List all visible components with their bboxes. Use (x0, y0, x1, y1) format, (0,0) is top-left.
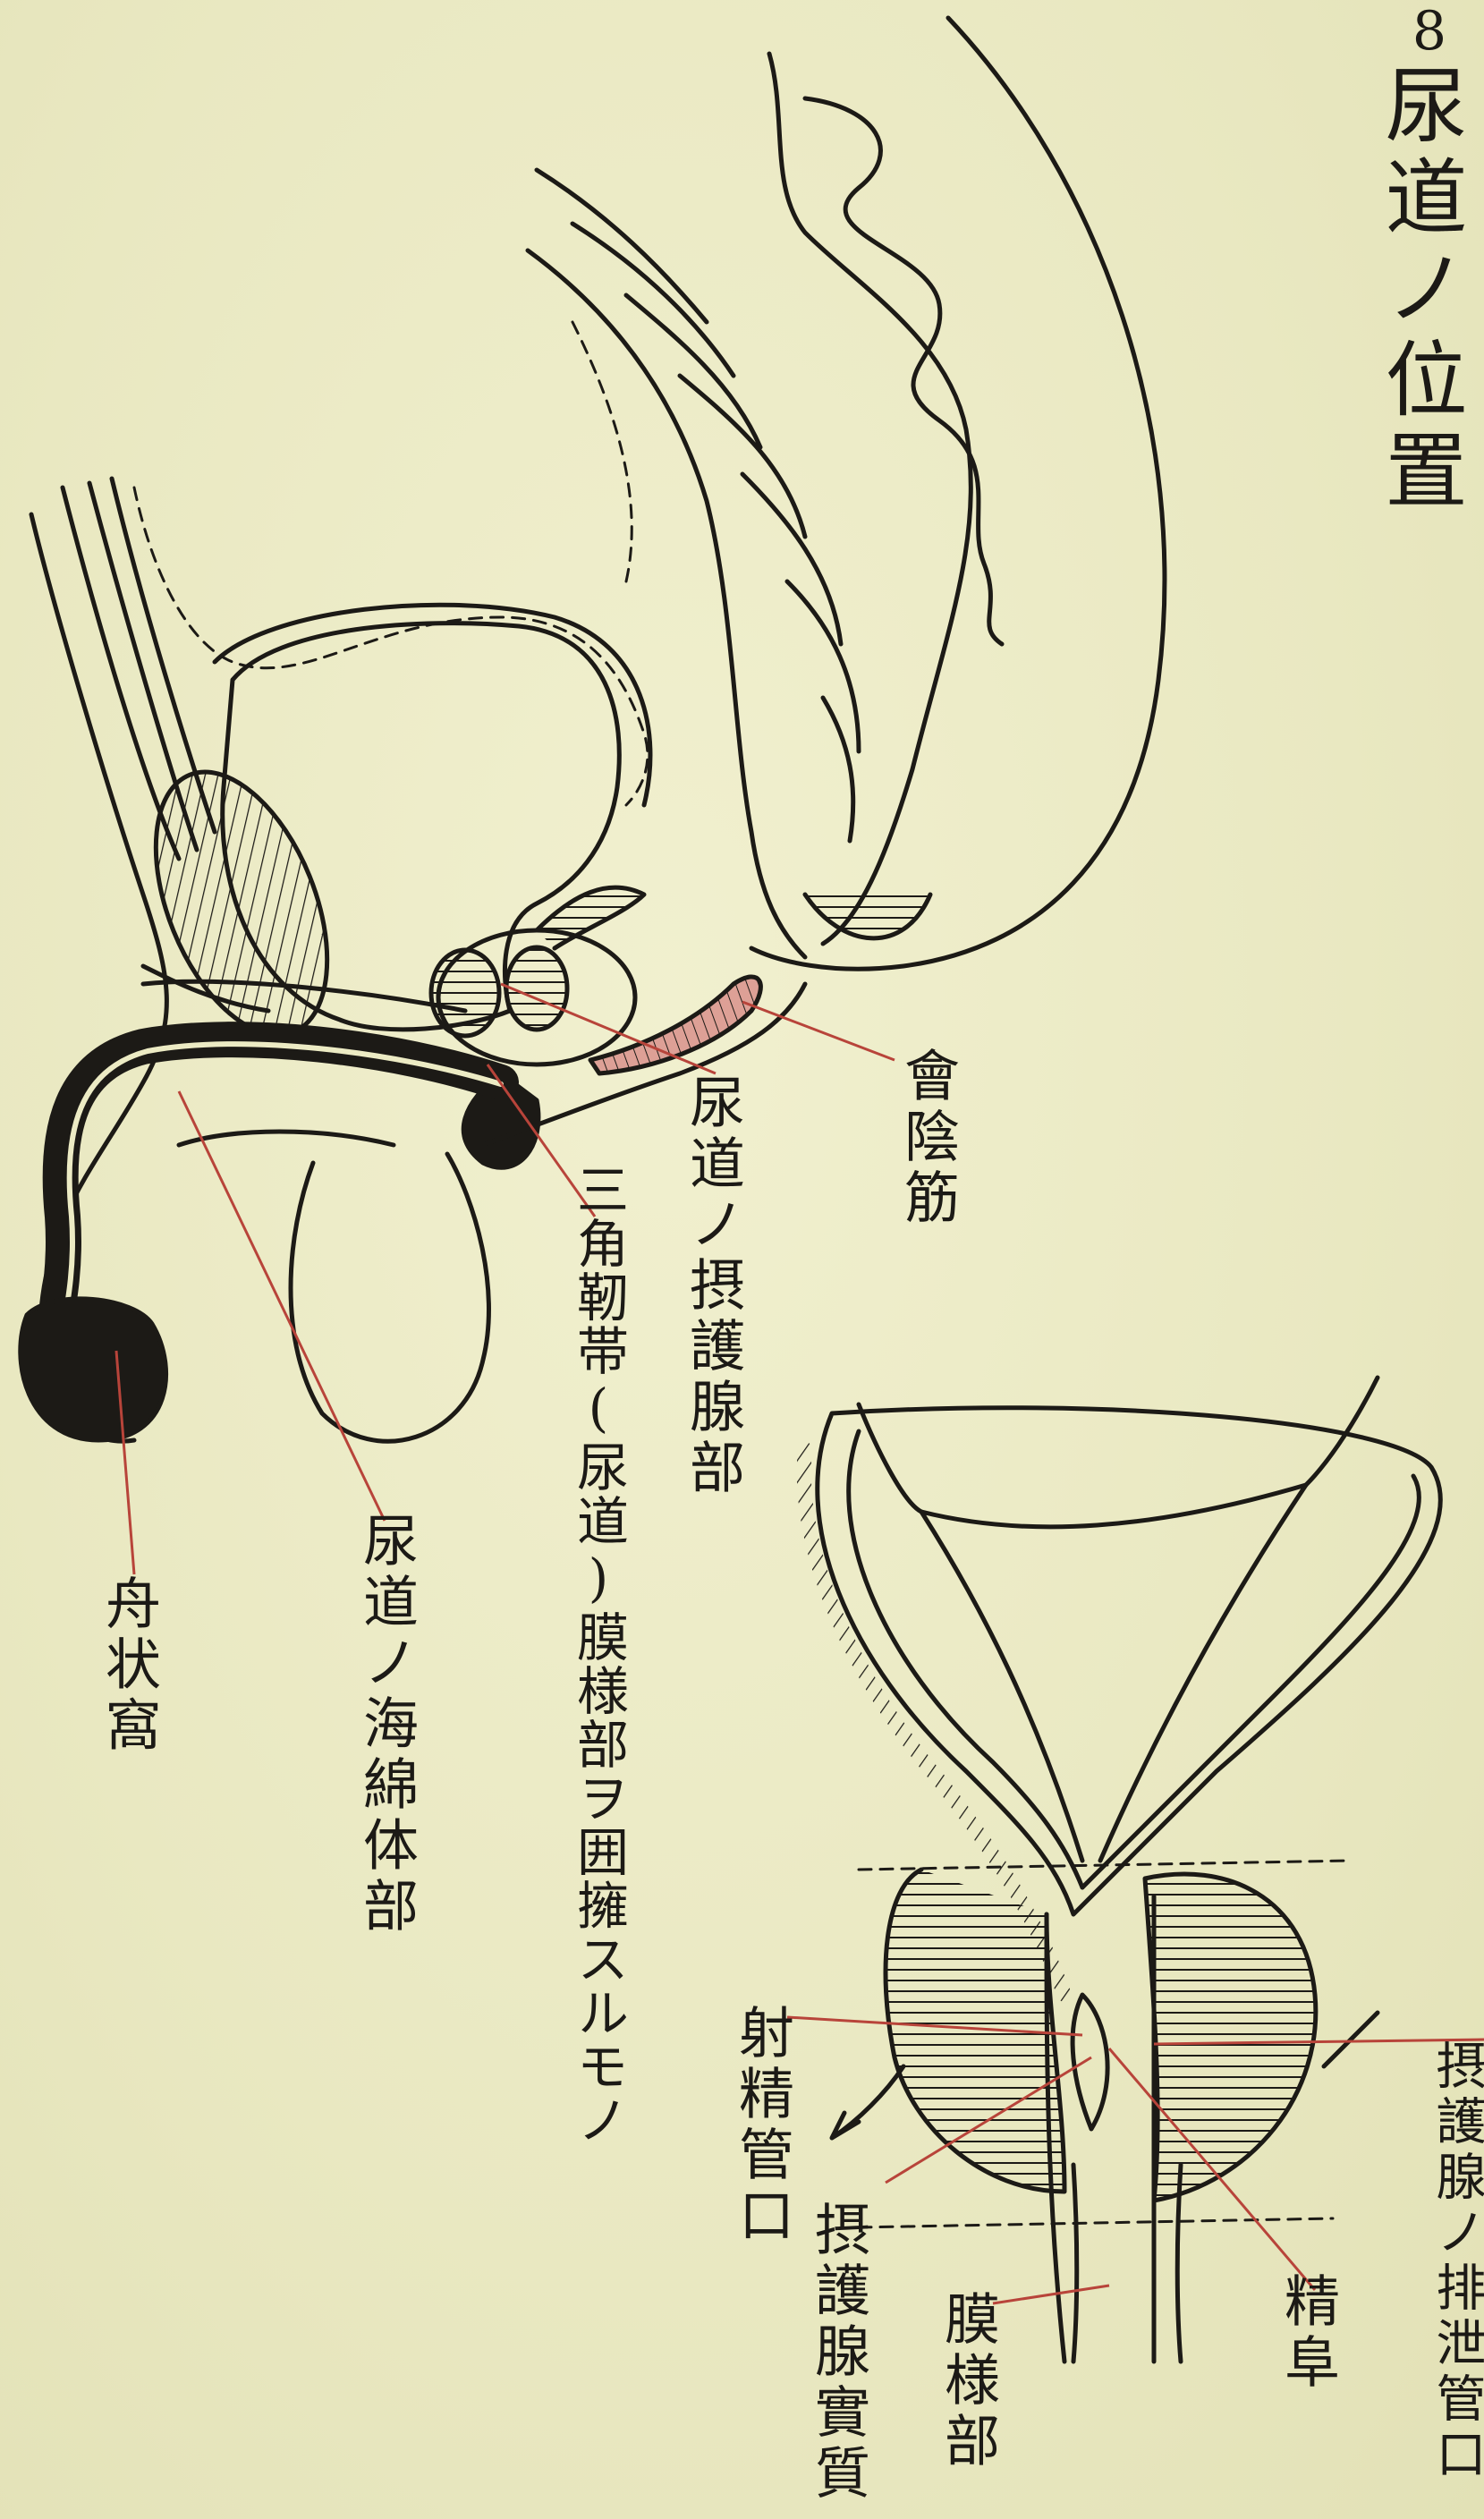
label-prostate-substance: 摂護腺實質 (810, 2201, 865, 2505)
vertebrae (537, 170, 859, 841)
anal-sphincter (805, 895, 930, 938)
label-prostate-utricle: 摂護腺ノ排泄管口 (1431, 2040, 1481, 2483)
label-membranous-part: 三角靭帯(尿道)膜様部ヲ囲擁スルモノ (572, 1163, 624, 2147)
penis-lower (179, 1132, 394, 1145)
prostate-hatch (431, 950, 499, 1036)
plate-number: 8 (1403, 0, 1456, 68)
label-spongy-part: 尿道ノ海綿体部 (358, 1512, 413, 1938)
prostate-lobe-left (886, 1870, 1064, 2192)
ureter-left (859, 1404, 921, 1512)
frontal-section (804, 1378, 1441, 2362)
leader-membranous-lower (993, 2286, 1109, 2303)
urethra-right-2 (1177, 2165, 1181, 2362)
bladder-trigone (921, 1485, 1306, 1861)
prostate-hatch-2 (506, 947, 567, 1030)
sacrum-outline (751, 18, 1165, 969)
perineal-muscle (590, 977, 760, 1073)
rectum-anterior (528, 250, 805, 957)
arrow-left (832, 2066, 903, 2138)
label-ejaculatory-duct: 射精管口 (734, 2004, 789, 2247)
urethra-left-2 (1073, 2165, 1077, 2362)
label-membranous-lower: 膜様部 (939, 2290, 995, 2472)
label-perineal-muscle: 會陰筋 (899, 1047, 954, 1229)
bladder-cup-inner-right (1082, 1476, 1419, 1887)
rectum-wall (805, 98, 1002, 644)
peritoneum-2 (572, 322, 632, 581)
peritoneum (134, 488, 648, 805)
leader-spongy (179, 1091, 385, 1521)
arrow-right (1324, 2013, 1378, 2066)
prostate-lobe-right (1145, 1874, 1316, 2201)
glans (21, 1299, 166, 1440)
label-prostatic-part: 尿道ノ摂護腺部 (684, 1073, 740, 1499)
scrotum (291, 1154, 488, 1441)
sacrum-inner (769, 54, 971, 944)
bladder-wall (215, 605, 650, 805)
colliculus (1073, 1995, 1107, 2129)
label-seminal-colliculus: 精阜 (1279, 2272, 1335, 2394)
plate-title: 尿道ノ位置 (1378, 63, 1460, 519)
label-boat-fossa: 舟状窩 (100, 1574, 156, 1757)
